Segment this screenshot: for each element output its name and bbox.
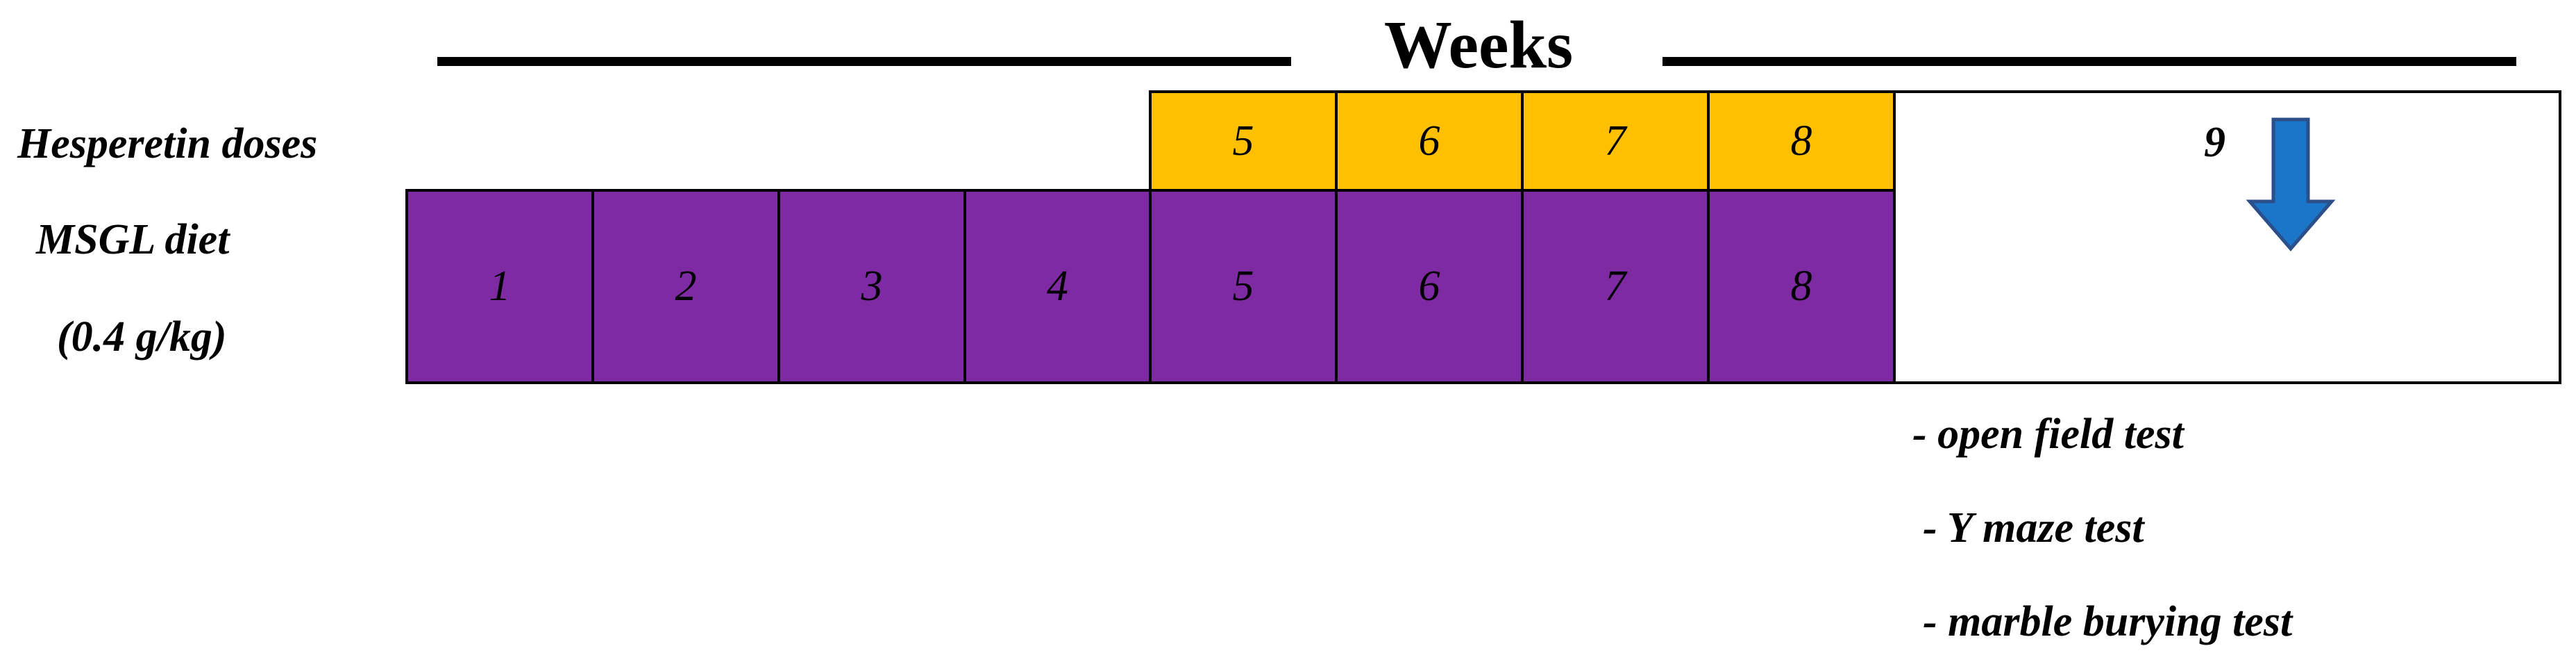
msgl-cell: 7: [1521, 189, 1710, 384]
week9-label: 9: [2204, 119, 2225, 166]
down-arrow-icon: [2246, 117, 2336, 251]
hesperetin-cell: 7: [1521, 90, 1710, 192]
title-line-left: [437, 57, 1291, 66]
diagram-title: Weeks: [1383, 8, 1574, 83]
msgl-cell: 4: [963, 189, 1152, 384]
test-item-open-field: - open field test: [1912, 411, 2184, 458]
hesperetin-label: Hesperetin doses: [17, 120, 318, 167]
title-line-right: [1662, 57, 2516, 66]
test-item-marble-burying: - marble burying test: [1923, 598, 2293, 645]
msgl-cell: 2: [591, 189, 780, 384]
msgl-cell: 1: [405, 189, 594, 384]
msgl-cell: 8: [1707, 189, 1896, 384]
hesperetin-cell: 6: [1335, 90, 1524, 192]
test-item-y-maze: - Y maze test: [1923, 504, 2144, 552]
week9-block: [1893, 90, 2561, 384]
msgl-cell: 6: [1335, 189, 1524, 384]
hesperetin-cell: 8: [1707, 90, 1896, 192]
msgl-cell: 3: [777, 189, 966, 384]
msgl-label: MSGL diet: [36, 216, 230, 263]
msgl-cell: 5: [1149, 189, 1338, 384]
msgl-dose-label: (0.4 g/kg): [57, 313, 227, 361]
hesperetin-cell: 5: [1149, 90, 1338, 192]
